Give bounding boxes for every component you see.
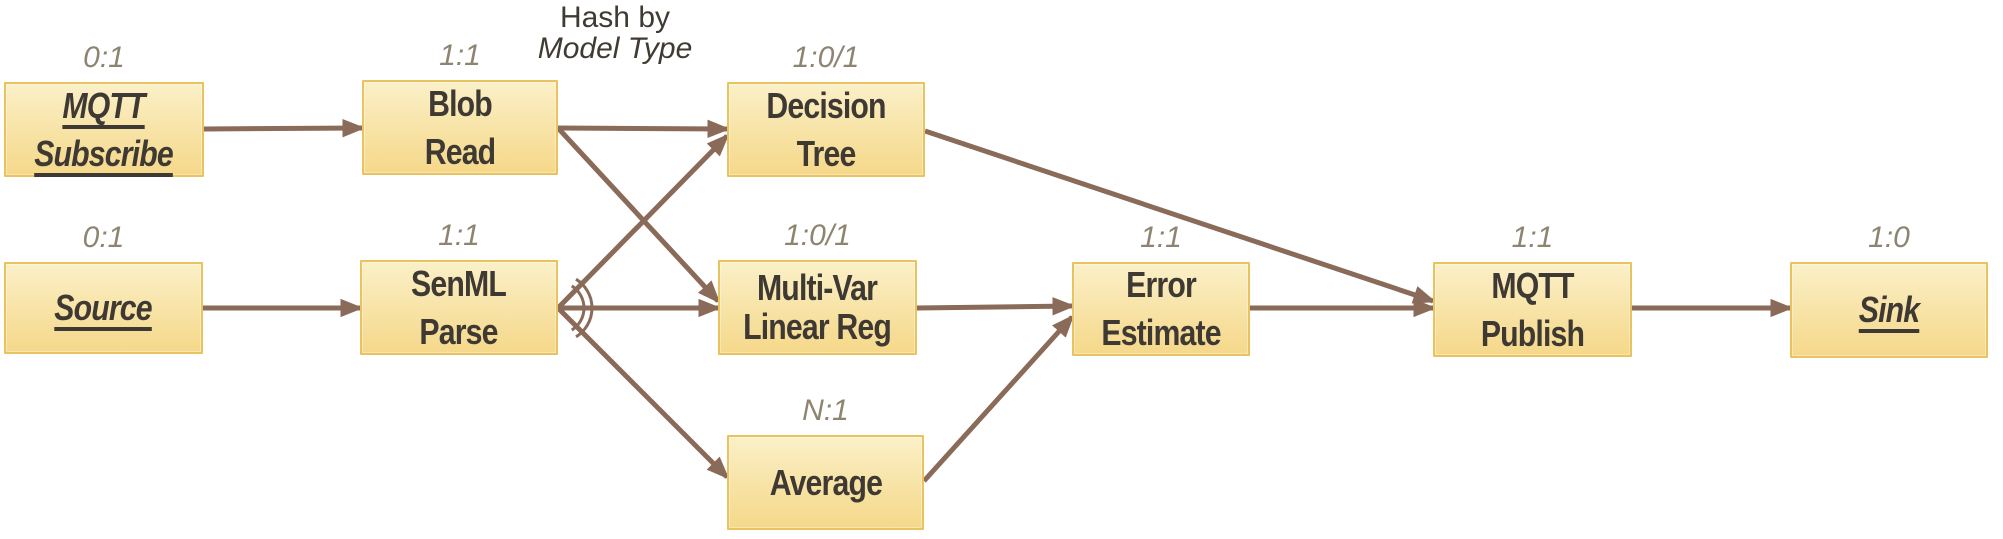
edge-blob-read-to-decision-tree [557,119,731,139]
edge-senml-parse-to-average [556,306,730,480]
ratio-label-average: N:1 [802,394,849,427]
node-label-mqtt-publish: MQTT Publish [1480,262,1585,357]
node-label-mqtt-subscribe: MQTT Subscribe [35,82,174,177]
edge-multi-var-linear-reg-to-error-estimate [916,297,1076,316]
node-senml-parse: SenML Parse [360,260,558,355]
node-label-line: Sink [1858,289,1920,331]
annotation-line-1: Hash by [559,1,671,34]
ratio-label-error-estimate: 1:1 [1140,221,1182,254]
node-label-senml-parse: SenML Parse [411,260,508,355]
ratio-label-mqtt-subscribe: 0:1 [83,41,125,74]
ratio-label-blob-read: 1:1 [439,39,481,72]
edge-senml-parse-to-decision-tree [556,133,730,310]
node-label-line: Estimate [1101,312,1221,353]
edge-average-to-error-estimate [922,314,1075,483]
node-label-line: Tree [796,132,857,174]
node-label-line: Blob [428,82,493,124]
ratio-label-multi-var-linear-reg: 1:0/1 [784,219,851,252]
node-label-line: SenML [411,262,508,304]
node-label-source: Source [54,284,153,332]
broadcast-arc-senml-parse-output [570,284,586,332]
broadcast-arc-senml-parse-output [575,277,594,339]
ratio-label-source: 0:1 [82,221,125,254]
ratio-label-sink: 1:0 [1868,221,1910,254]
ratio-label-senml-parse: 1:1 [438,219,480,252]
node-label-line: MQTT [62,84,146,126]
node-source: Source [4,262,203,354]
node-label-line: MQTT [1491,264,1574,306]
node-mqtt-publish: MQTT Publish [1433,262,1632,357]
node-label-line: Decision [766,84,886,126]
node-label-line: Subscribe [34,132,174,174]
ratio-label-decision-tree: 1:0/1 [792,41,860,74]
annotation-line-2: Model Type [537,32,693,65]
ratio-label-mqtt-publish: 1:1 [1511,221,1554,254]
node-label-line: Publish [1480,312,1585,354]
node-label-line: Multi-Var [757,267,878,309]
node-label-sink: Sink [1859,286,1920,334]
edge-mqtt-subscribe-to-blob-read [203,118,366,138]
node-label-line: Error [1126,264,1197,306]
node-label-line: Source [54,287,153,329]
node-label-line: Parse [419,310,499,352]
edge-decision-tree-to-mqtt-publish [924,128,1437,304]
node-label-line: Read [424,130,496,172]
node-label-line: Average [769,461,882,503]
edge-blob-read-to-multi-var-linear-reg [556,126,721,304]
node-sink: Sink [1790,262,1988,358]
node-average: Average [727,435,924,530]
node-label-line: Linear Reg [743,305,893,347]
hash-by-annotation: Hash by Model Type [538,2,693,64]
node-mqtt-subscribe: MQTT Subscribe [4,82,204,177]
node-label-average: Average [769,459,882,507]
